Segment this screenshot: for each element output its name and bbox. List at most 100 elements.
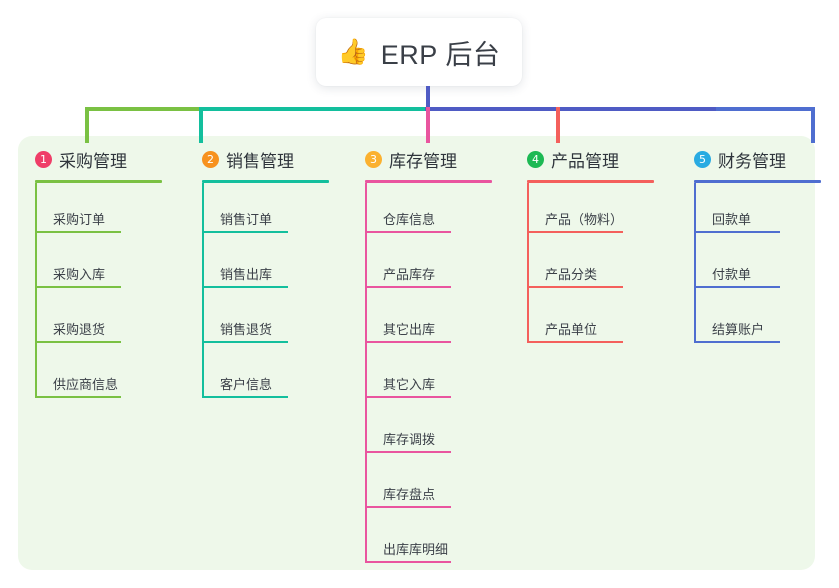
- branch-item-list: 回款单付款单结算账户: [677, 183, 821, 348]
- branch-item-label: 采购退货: [53, 322, 106, 337]
- branch-item-label: 产品（物料）: [545, 212, 624, 227]
- branch-item-rule: [365, 451, 451, 453]
- branch-item[interactable]: 采购入库: [18, 238, 162, 293]
- branch-item-rule: [202, 286, 288, 288]
- branch-column-5: 5 财务管理回款单付款单结算账户: [677, 146, 821, 348]
- branch-item-label: 结算账户: [712, 322, 765, 337]
- branch-item-rule: [365, 561, 451, 563]
- branch-item-list: 采购订单采购入库采购退货供应商信息: [18, 183, 162, 403]
- branch-item-label: 供应商信息: [53, 377, 119, 392]
- branch-item[interactable]: 回款单: [677, 183, 821, 238]
- branch-item[interactable]: 产品库存: [348, 238, 492, 293]
- branch-header-rule: [694, 180, 821, 183]
- branch-number-badge: 4: [527, 150, 544, 168]
- branch-drop-4: [556, 107, 560, 143]
- bus-segment-teal: [199, 107, 427, 111]
- branch-item-rule: [694, 286, 780, 288]
- branch-item[interactable]: 其它出库: [348, 293, 492, 348]
- root-node[interactable]: 👍 ERP 后台: [316, 18, 522, 86]
- branch-item-rule: [202, 231, 288, 233]
- branch-spine: [202, 183, 204, 398]
- branch-item-list: 销售订单销售出库销售退货客户信息: [185, 183, 329, 403]
- branch-title: 销售管理: [226, 151, 294, 171]
- branch-item-label: 采购订单: [53, 212, 106, 227]
- branch-title: 产品管理: [551, 151, 619, 171]
- branch-item[interactable]: 结算账户: [677, 293, 821, 348]
- branch-item-label: 销售订单: [220, 212, 273, 227]
- branch-item-rule: [365, 396, 451, 398]
- branch-item-label: 回款单: [712, 212, 752, 227]
- branch-item-label: 其它入库: [383, 377, 436, 392]
- thumbs-up-icon: 👍: [337, 37, 369, 66]
- branch-item-label: 产品分类: [545, 267, 598, 282]
- branch-spine: [365, 183, 367, 563]
- branch-item-label: 采购入库: [53, 267, 106, 282]
- branch-item[interactable]: 仓库信息: [348, 183, 492, 238]
- branch-number-badge: 1: [35, 150, 52, 168]
- branch-item-list: 产品（物料） 产品分类产品单位: [510, 183, 654, 348]
- branch-item[interactable]: 销售订单: [185, 183, 329, 238]
- branch-spine: [694, 183, 696, 343]
- branch-item[interactable]: 产品（物料）: [510, 183, 654, 238]
- branch-item-rule: [35, 341, 121, 343]
- branch-item-label: 其它出库: [383, 322, 436, 337]
- branch-spine: [527, 183, 529, 343]
- branch-number-badge: 5: [694, 150, 711, 168]
- branch-item-rule: [365, 506, 451, 508]
- branch-item-label: 销售出库: [220, 267, 273, 282]
- bus-segment-blue: [425, 107, 718, 111]
- branch-column-4: 4 产品管理产品（物料） 产品分类产品单位: [510, 146, 654, 348]
- branch-item[interactable]: 出库库明细: [348, 513, 492, 568]
- branch-item-label: 库存盘点: [383, 487, 436, 502]
- branch-item-rule: [365, 341, 451, 343]
- branch-column-2: 2 销售管理销售订单销售出库销售退货客户信息: [185, 146, 329, 403]
- branch-header-4[interactable]: 4 产品管理: [510, 146, 654, 172]
- branch-item[interactable]: 销售退货: [185, 293, 329, 348]
- branch-item-rule: [527, 286, 623, 288]
- branch-item[interactable]: 销售出库: [185, 238, 329, 293]
- branch-drop-1: [85, 107, 89, 143]
- branch-item-label: 客户信息: [220, 377, 273, 392]
- branch-item[interactable]: 客户信息: [185, 348, 329, 403]
- branch-item-label: 产品库存: [383, 267, 436, 282]
- branch-item-label: 产品单位: [545, 322, 598, 337]
- branch-number-badge: 3: [365, 150, 382, 168]
- branch-item-rule: [694, 341, 780, 343]
- branch-item[interactable]: 库存盘点: [348, 458, 492, 513]
- branch-header-5[interactable]: 5 财务管理: [677, 146, 821, 172]
- branch-item-rule: [527, 341, 623, 343]
- branch-title: 财务管理: [718, 151, 786, 171]
- branch-item-rule: [35, 231, 121, 233]
- diagram-panel: [18, 136, 815, 570]
- branch-item-label: 付款单: [712, 267, 752, 282]
- bus-segment-blue-end: [716, 107, 815, 111]
- root-title: ERP 后台: [380, 39, 501, 70]
- branch-item[interactable]: 产品分类: [510, 238, 654, 293]
- branch-spine: [35, 183, 37, 398]
- branch-item-label: 仓库信息: [383, 212, 436, 227]
- branch-header-2[interactable]: 2 销售管理: [185, 146, 329, 172]
- branch-item-label: 出库库明细: [383, 542, 449, 557]
- branch-header-rule: [365, 180, 492, 183]
- branch-item[interactable]: 产品单位: [510, 293, 654, 348]
- branch-item[interactable]: 供应商信息: [18, 348, 162, 403]
- branch-item[interactable]: 采购退货: [18, 293, 162, 348]
- bus-segment-green: [85, 107, 201, 111]
- branch-item[interactable]: 采购订单: [18, 183, 162, 238]
- branch-item-rule: [35, 396, 121, 398]
- branch-item[interactable]: 其它入库: [348, 348, 492, 403]
- branch-item-rule: [694, 231, 780, 233]
- branch-item-rule: [35, 286, 121, 288]
- branch-item-rule: [202, 341, 288, 343]
- branch-item-label: 库存调拨: [383, 432, 436, 447]
- branch-item[interactable]: 库存调拨: [348, 403, 492, 458]
- branch-drop-2: [199, 107, 203, 143]
- branch-item[interactable]: 付款单: [677, 238, 821, 293]
- branch-item-rule: [202, 396, 288, 398]
- branch-number-badge: 2: [202, 150, 219, 168]
- branch-item-list: 仓库信息产品库存其它出库其它入库库存调拨库存盘点出库库明细: [348, 183, 492, 568]
